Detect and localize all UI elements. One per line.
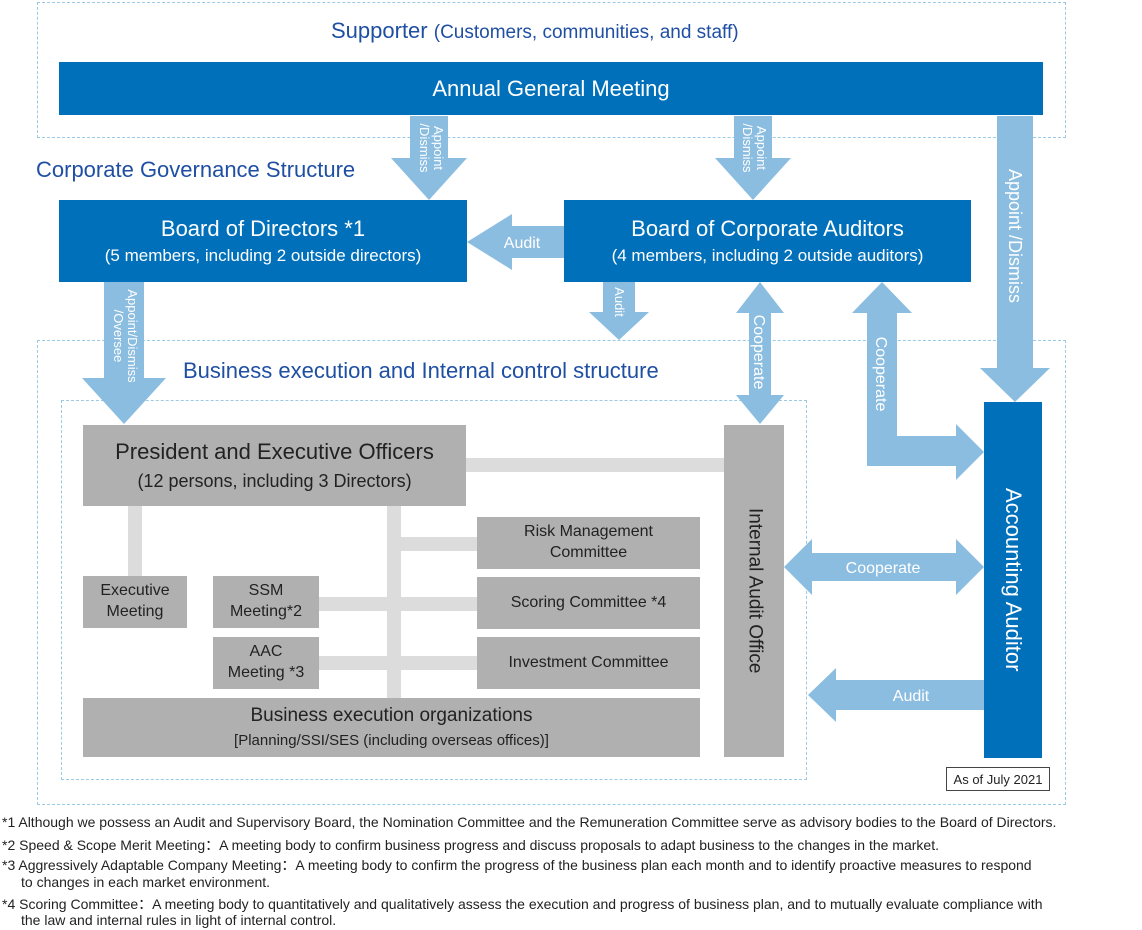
footnote-3a: *3 Aggressively Adaptable Company Meetin… (2, 857, 1032, 873)
executive-meeting-box: Executive Meeting (83, 576, 187, 628)
arrow-label-appoint-1b: /Dismiss (417, 123, 432, 173)
footnote-1: *1 Although we possess an Audit and Supe… (2, 814, 1057, 830)
arrow-label-audit-bottom: Audit (893, 688, 930, 705)
supporter-heading: Supporter (Customers, communities, and s… (331, 18, 739, 44)
aac-meeting-box: AAC Meeting *3 (213, 637, 319, 689)
president-title: President and Executive Officers (115, 438, 434, 464)
arrow-directors-oversee (82, 282, 166, 424)
governance-title: Corporate Governance Structure (36, 157, 356, 182)
ssm-meeting-line1: SSM (248, 582, 284, 600)
executive-meeting-line2: Meeting (106, 603, 164, 620)
executive-meeting-line1: Executive (100, 582, 170, 600)
connector-president-executive (128, 506, 142, 578)
accounting-auditor-box: Accounting Auditor (984, 402, 1042, 758)
connector-scoring (319, 597, 477, 611)
board-directors-title: Board of Directors *1 (160, 216, 366, 241)
annual-general-meeting-box: Annual General Meeting (59, 62, 1043, 115)
arrow-agm-to-auditors (715, 116, 791, 200)
footnote-4a: *4 Scoring Committee：A meeting body to q… (2, 896, 1043, 912)
arrow-auditors-audit-down (589, 282, 649, 340)
business-region (37, 340, 1066, 805)
aac-meeting-line1: AAC (249, 643, 283, 661)
scoring-committee-label: Scoring Committee *4 (510, 593, 667, 611)
business-orgs-box: Business execution organizations [Planni… (83, 698, 700, 757)
arrow-label-appoint-2a: Appoint (754, 126, 769, 170)
arrow-accounting-audit-left (808, 668, 984, 722)
accounting-auditor-label: Accounting Auditor (1001, 488, 1026, 672)
arrow-label-appoint-long: Appoint /Dismiss (1005, 169, 1025, 303)
arrow-auditors-audit-directors (467, 214, 564, 270)
supporter-subtitle: (Customers, communities, and staff) (433, 22, 739, 43)
footnote-4b: the law and internal rules in light of i… (21, 912, 337, 928)
ssm-meeting-line2: Meeting*2 (229, 603, 303, 620)
arrow-agm-to-accounting-auditor (980, 116, 1050, 402)
agm-label: Annual General Meeting (432, 75, 670, 101)
arrow-label-audit-left: Audit (504, 235, 541, 252)
business-orgs-subtitle: [Planning/SSI/SES (including overseas of… (234, 732, 549, 750)
arrow-label-oversee-b: /Oversee (111, 310, 126, 363)
connector-investment (319, 656, 477, 670)
risk-committee-line1: Risk Management (524, 523, 653, 541)
footnote-3b: to changes in each market environment. (21, 874, 271, 890)
arrow-label-cooperate-1: Cooperate (750, 315, 767, 390)
as-of-label: As of July 2021 (953, 771, 1043, 787)
arrow-agm-to-directors (391, 116, 467, 200)
arrow-label-oversee-a: Appoint/Dismiss (125, 289, 140, 383)
arrow-cooperate-auditors-accounting (852, 282, 984, 480)
connector-risk (401, 537, 477, 551)
arrow-label-cooperate-3: Cooperate (846, 560, 921, 577)
supporter-title: Supporter (331, 18, 428, 43)
arrow-cooperate-internal-accounting (784, 539, 984, 595)
business-orgs-title: Business execution organizations (250, 705, 533, 727)
board-auditors-title: Board of Corporate Auditors (631, 216, 904, 241)
internal-control-region (61, 400, 807, 780)
arrow-label-appoint-2b: /Dismiss (740, 123, 755, 173)
board-auditors-subtitle: (4 members, including 2 outside auditors… (611, 246, 924, 265)
president-box: President and Executive Officers (12 per… (83, 425, 466, 506)
ssm-meeting-box: SSM Meeting*2 (213, 576, 319, 628)
as-of-badge: As of July 2021 (946, 767, 1050, 791)
footnote-2: *2 Speed & Scope Merit Meeting：A meeting… (2, 837, 939, 853)
aac-meeting-line2: Meeting *3 (227, 664, 305, 681)
board-directors-subtitle: (5 members, including 2 outside director… (104, 246, 422, 265)
arrow-label-cooperate-2: Cooperate (872, 337, 889, 412)
arrow-label-appoint-1a: Appoint (431, 126, 446, 170)
business-title: Business execution and Internal control … (183, 358, 659, 383)
board-of-auditors-box: Board of Corporate Auditors (4 members, … (564, 200, 971, 282)
risk-committee-box: Risk Management Committee (477, 517, 700, 569)
investment-committee-label: Investment Committee (508, 653, 669, 671)
supporter-region (37, 2, 1066, 138)
arrow-cooperate-auditors-internal (736, 282, 784, 424)
internal-audit-office-box: Internal Audit Office (724, 425, 784, 757)
board-of-directors-box: Board of Directors *1 (5 members, includ… (59, 200, 467, 282)
investment-committee-box: Investment Committee (477, 637, 700, 689)
scoring-committee-box: Scoring Committee *4 (477, 577, 700, 629)
risk-committee-line2: Committee (549, 544, 628, 561)
internal-audit-label: Internal Audit Office (744, 508, 766, 674)
connector-president-audit (466, 458, 724, 472)
arrow-label-audit-down: Audit (612, 287, 627, 317)
president-subtitle: (12 persons, including 3 Directors) (137, 471, 412, 492)
